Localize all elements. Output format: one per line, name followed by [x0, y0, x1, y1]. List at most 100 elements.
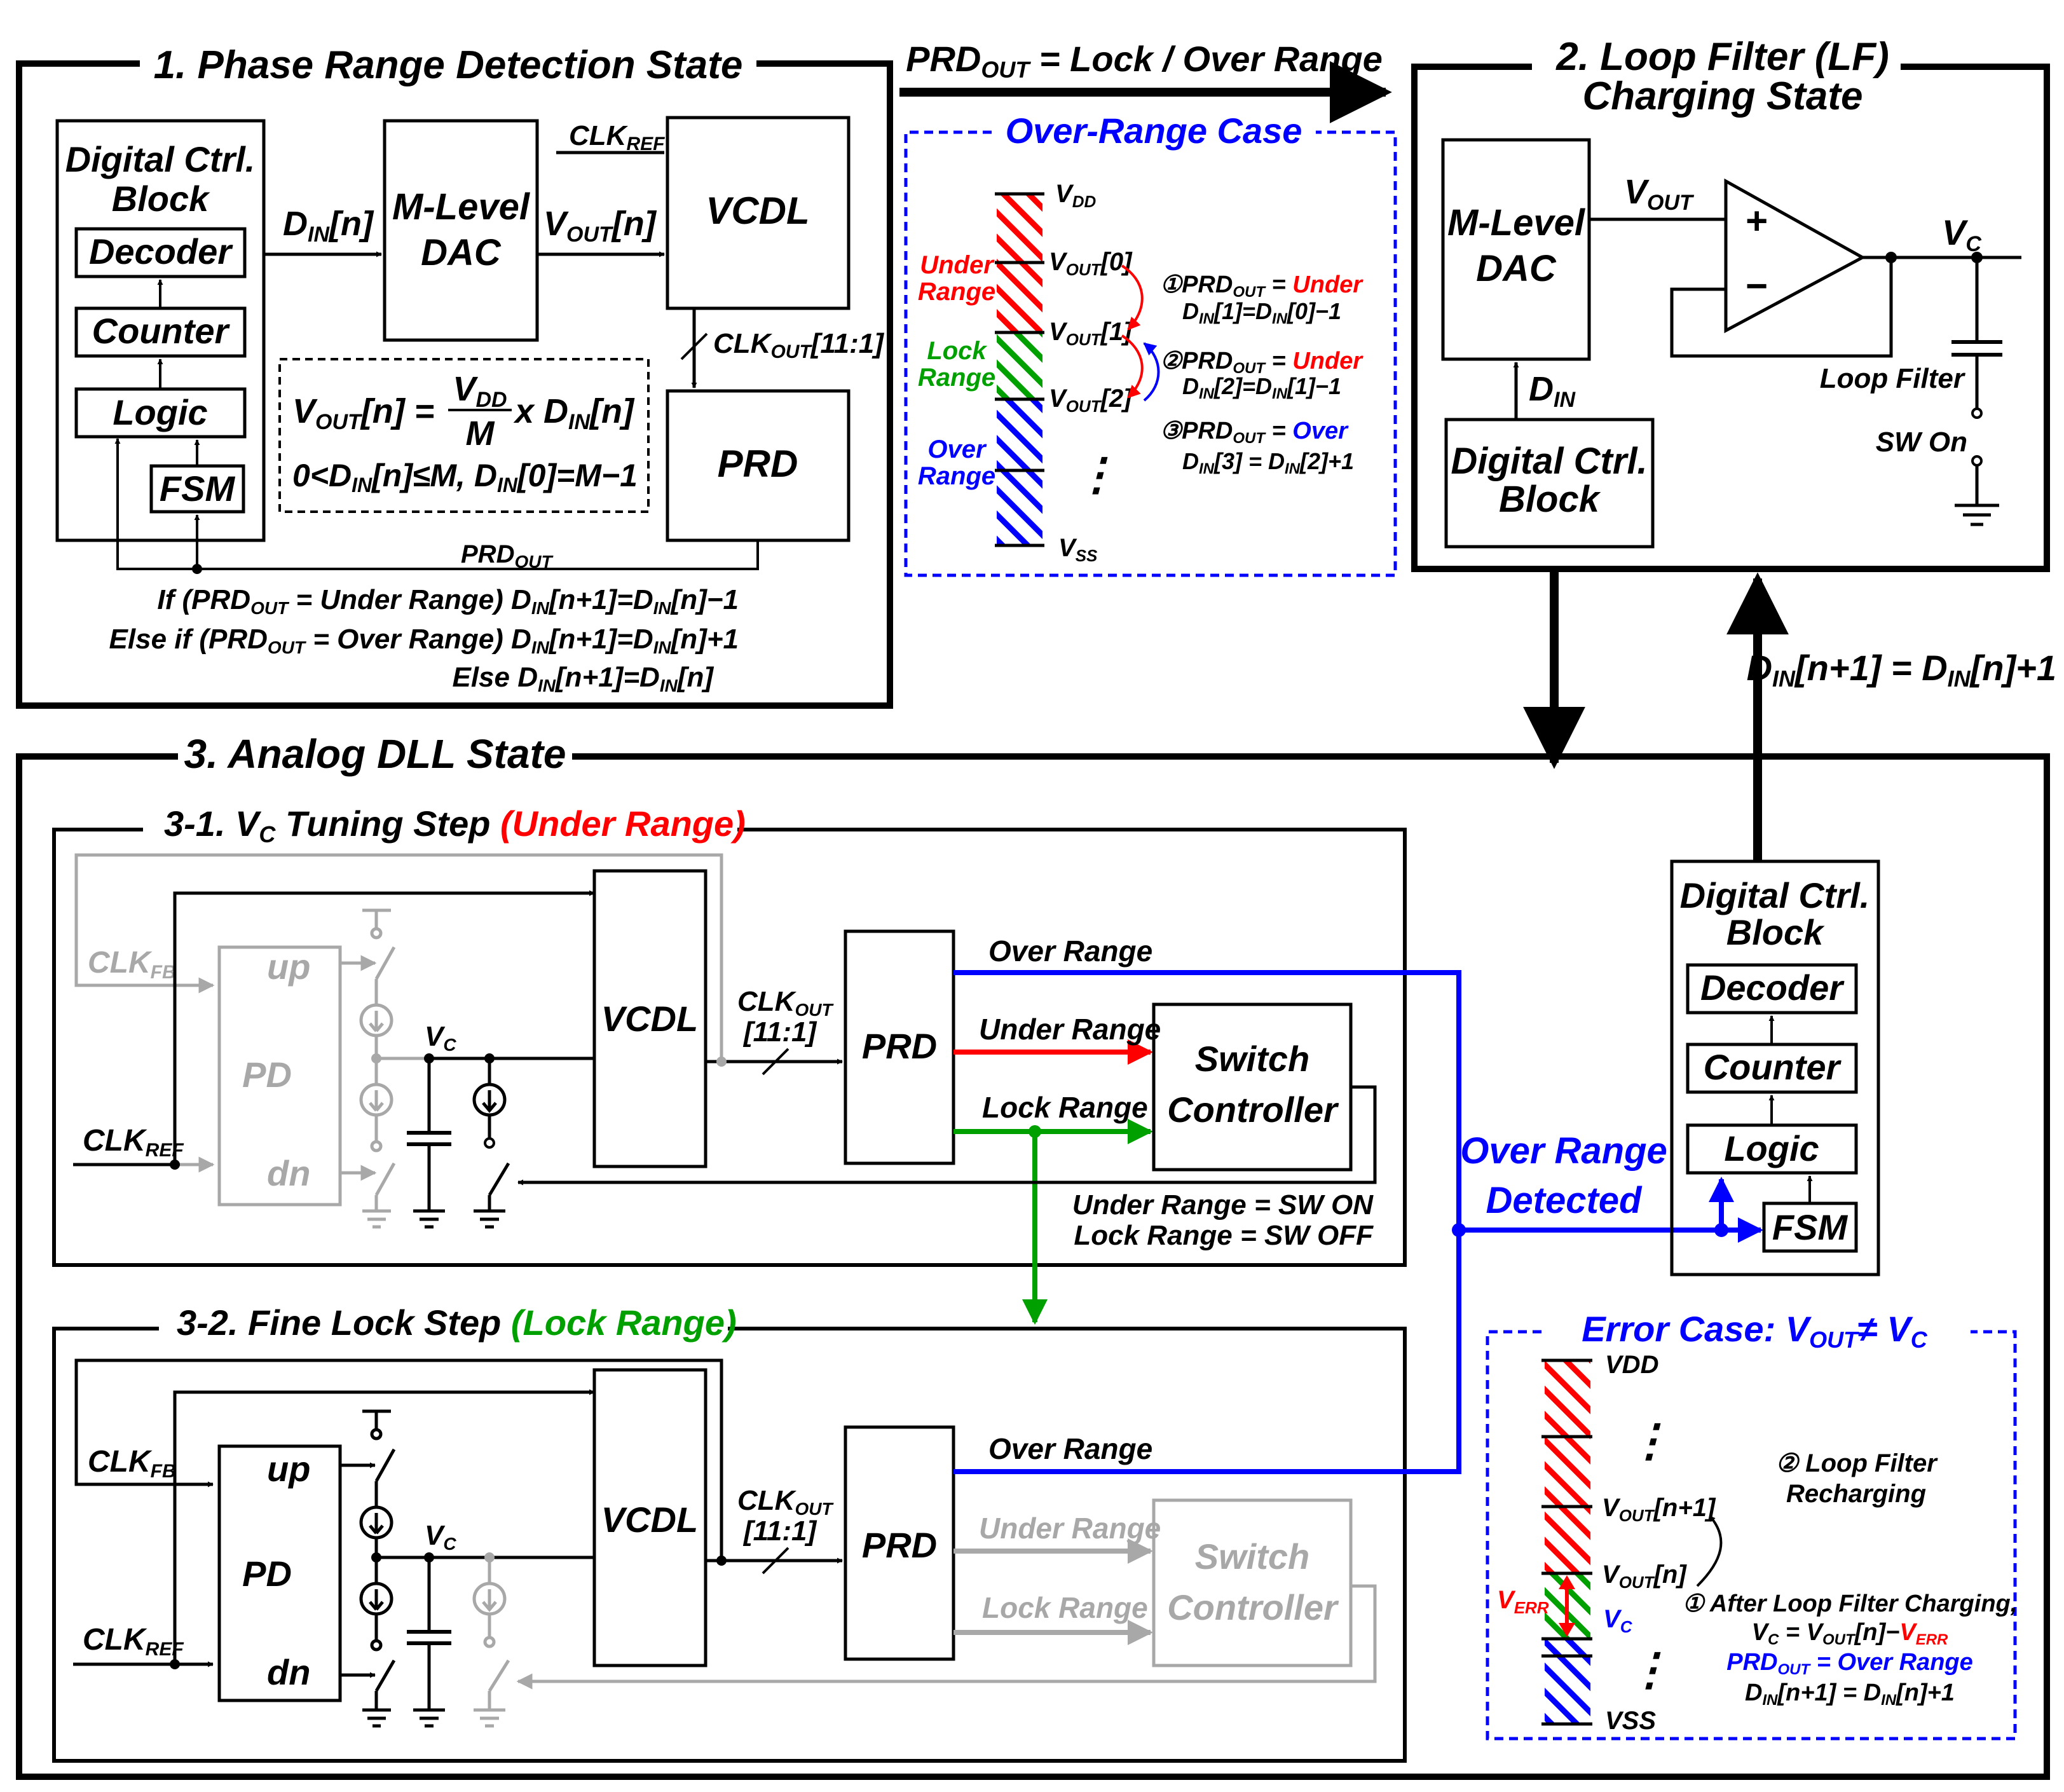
- state2-title: 2. Loop Filter (LF)Charging State: [1555, 35, 1889, 118]
- digital-ctrl-block-2: [1444, 418, 1655, 549]
- state1-panel: 1. Phase Range Detection State Digital C…: [16, 43, 893, 709]
- vcdl-label-3: VCDL: [601, 1500, 698, 1540]
- prdout-label-1: PRDOUT: [461, 540, 554, 571]
- note-after-charging: ① After Loop Filter Charging,: [1683, 1590, 2018, 1617]
- vout-label-2: VOUT: [1624, 173, 1695, 215]
- step1-text: ①PRDOUT = Under: [1160, 271, 1363, 301]
- sw-rule-lock: Lock Range = SW OFF: [1074, 1220, 1374, 1251]
- clkout-label-3: CLKOUT[11:1]: [737, 1485, 834, 1547]
- state3-title: 3. Analog DLL State: [184, 731, 566, 777]
- prd-box-2: [844, 929, 955, 1165]
- vc-label-2: VC: [1942, 212, 1981, 256]
- equation-box: [278, 358, 650, 513]
- error-vc: VC: [1603, 1605, 1633, 1636]
- error-case-panel: Error Case: VOUT≠ VC VDD ⋮ VOUT[n+1] VOU…: [1486, 1309, 2018, 1741]
- vc-label-3: VC: [425, 1021, 456, 1055]
- step2-title: 3-2. Fine Lock Step (Lock Range): [177, 1303, 737, 1343]
- vout0-level: VOUT[0]: [1049, 248, 1133, 279]
- digital-ctrl-block-3: [1670, 859, 1880, 1276]
- pd-label-2: PD: [242, 1554, 292, 1594]
- clkref-label-3: CLKREF: [83, 1623, 184, 1660]
- digital-ctrl-title-2: Digital Ctrl.Block: [1451, 441, 1647, 520]
- prd-box-3: [844, 1425, 955, 1661]
- error-case-title: Error Case: VOUT≠ VC: [1582, 1309, 1928, 1353]
- rule-else: Else DIN[n+1]=DIN[n]: [452, 662, 714, 695]
- prd-label-3: PRD: [862, 1525, 937, 1565]
- m-level-dac-2: [1441, 138, 1591, 361]
- sw-rule-under: Under Range = SW ON: [1072, 1189, 1374, 1221]
- decoder-label-3: Decoder: [1700, 968, 1845, 1008]
- error-ellipsis-2: ⋮: [1627, 1645, 1672, 1694]
- pd-label-1: PD: [242, 1055, 292, 1095]
- equation-din: x DIN[n]: [513, 392, 635, 434]
- opamp: [1724, 178, 1866, 334]
- ellipsis-1: ⋮: [1074, 449, 1119, 499]
- opamp-plus: +: [1745, 200, 1767, 242]
- vcdl-label-1: VCDL: [706, 189, 809, 232]
- digital-ctrl-block-1: [55, 119, 266, 542]
- error-verr: VERR: [1497, 1586, 1549, 1617]
- error-vdd: VDD: [1605, 1351, 1658, 1379]
- decoder-box-3: [1686, 963, 1858, 1015]
- pd-dn-1: dn: [267, 1153, 310, 1193]
- pd-box-2: [217, 1444, 342, 1702]
- step2-text: ②PRDOUT = Under: [1160, 348, 1363, 377]
- pd-dn-2: dn: [267, 1652, 310, 1692]
- clkref-label-1: CLKREF: [569, 120, 665, 154]
- opamp-minus: −: [1745, 264, 1767, 307]
- vcdl-box-2: [592, 869, 707, 1168]
- pd-up-2: up: [267, 1449, 310, 1489]
- rule-over: Else if (PRDOUT = Over Range) DIN[n+1]=D…: [109, 624, 739, 657]
- digital-ctrl-title-3: Digital Ctrl.Block: [1680, 875, 1870, 952]
- din-update-label: DIN[n+1] = DIN[n]+1: [1747, 648, 2056, 692]
- vout-label-1: VOUT[n]: [543, 205, 657, 247]
- state1-title: 1. Phase Range Detection State: [154, 43, 743, 87]
- over-range-case-panel: Over-Range Case VDD VOUT[0] VOUT[1] VOUT…: [904, 111, 1397, 577]
- state3-panel: 3. Analog DLL State 3-1. VC Tuning Step …: [16, 731, 2050, 1780]
- switch-controller-1: [1152, 1002, 1353, 1172]
- step3-din: DIN[3] = DIN[2]+1: [1182, 448, 1354, 477]
- vcdl-box-1: [666, 116, 851, 310]
- state2-panel: 2. Loop Filter (LF)Charging State M-Leve…: [1411, 35, 2050, 572]
- under-range-label-2: Under Range: [979, 1512, 1161, 1545]
- step2-din: DIN[2]=DIN[1]−1: [1182, 373, 1341, 402]
- clkref-label-2: CLKREF: [83, 1124, 184, 1161]
- equation-numerator: VDD: [453, 370, 507, 412]
- error-ellipsis-1: ⋮: [1627, 1416, 1672, 1465]
- step3-text: ③PRDOUT = Over: [1160, 418, 1349, 447]
- state1-to-state2-arrow: PRDOUT = Lock / Over Range: [899, 39, 1392, 123]
- vdd-level: VDD: [1055, 180, 1096, 211]
- digital-ctrl-title-1: Digital Ctrl.Block: [65, 139, 256, 219]
- equation-range: 0<DIN[n]≤M, DIN[0]=M−1: [292, 458, 638, 496]
- fsm-label-3: FSM: [1772, 1207, 1849, 1247]
- under-range-label-1: Under Range: [979, 1013, 1161, 1046]
- vout1-level: VOUT[1]: [1049, 318, 1133, 349]
- note-vc-eq: VC = VOUT[n]−VERR: [1752, 1619, 1948, 1648]
- lock-range-label-2: Lock Range: [982, 1591, 1148, 1624]
- error-vout-n1: VOUT[n+1]: [1602, 1494, 1716, 1525]
- m-level-dac-1: [383, 119, 539, 342]
- vcdl-box-3: [592, 1368, 707, 1667]
- counter-label-1: Counter: [92, 311, 231, 351]
- logic-label-3: Logic: [1724, 1128, 1819, 1168]
- over-range-label-2: Over Range: [988, 1432, 1152, 1465]
- step1-title: 3-1. VC Tuning Step (Under Range): [164, 804, 746, 847]
- over-range-case-title: Over-Range Case: [1006, 111, 1302, 151]
- error-vss: VSS: [1605, 1707, 1656, 1735]
- clkout-label-2: CLKOUT[11:1]: [737, 986, 834, 1048]
- logic-label-1: Logic: [113, 392, 207, 432]
- note-din: DIN[n+1] = DIN[n]+1: [1745, 1679, 1955, 1709]
- clkfb-label-2: CLKFB: [88, 1445, 176, 1482]
- rule-under: If (PRDOUT = Under Range) DIN[n+1]=DIN[n…: [157, 584, 739, 618]
- fsm-label-1: FSM: [160, 469, 236, 509]
- vc-label-4: VC: [425, 1520, 456, 1554]
